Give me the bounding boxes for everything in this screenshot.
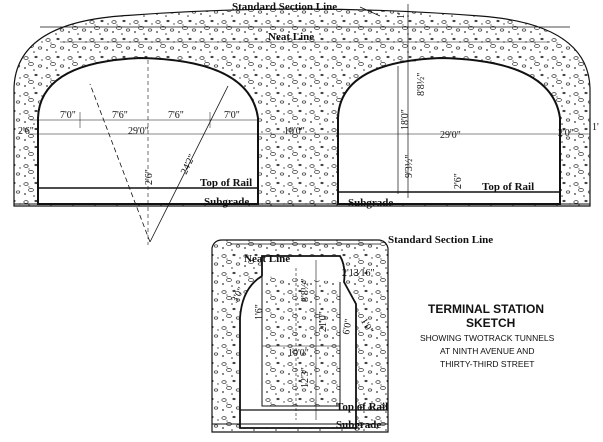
title-line-2: SKETCH <box>466 316 515 330</box>
top-of-rail-left: Top of Rail <box>200 177 252 189</box>
dim-h-8-8: 8'8½" <box>416 73 427 96</box>
dim-right-2-0: 2'0" <box>558 128 574 139</box>
standard-section-line-label-2: Standard Section Line <box>388 234 493 246</box>
dim-7-6-b: 7'6" <box>168 110 184 121</box>
dim-s-8-8: 8'8½" <box>300 279 311 302</box>
subgrade-right: Subgrade <box>348 197 393 209</box>
dim-s-10: 10'0" <box>288 348 309 359</box>
subgrade-station: Subgrade <box>336 419 381 431</box>
dim-h-18-0: 18'0" <box>400 109 411 130</box>
title-line-5: THIRTY-THIRD STREET <box>440 359 534 369</box>
dim-s-12: 12'3" <box>300 367 311 388</box>
dim-top-1: 1' <box>396 12 407 19</box>
top-of-rail-station: Top of Rail <box>336 401 388 413</box>
title-line-4: AT NINTH AVENUE AND <box>440 346 534 356</box>
dim-s-1-6: 1'6" <box>254 304 265 320</box>
neat-line-label: Neat Line <box>268 31 314 43</box>
title-line-3: SHOWING TWOTRACK TUNNELS <box>420 333 555 343</box>
subgrade-left: Subgrade <box>204 196 249 208</box>
dim-side-1: 1' <box>592 122 599 133</box>
station-sketch-core <box>261 276 341 407</box>
dim-s-2-13: 2'13⁄16" <box>342 268 375 279</box>
dim-29-right: 29'0" <box>440 130 461 141</box>
dim-pier-10: 10'0" <box>284 126 305 137</box>
neat-line-label-2: Neat Line <box>244 253 290 265</box>
standard-section-line-label: Standard Section Line <box>232 1 337 13</box>
dim-s-21: 21'0" <box>318 311 329 332</box>
right-tunnel-opening <box>337 56 561 205</box>
dim-29-left: 29'0" <box>128 126 149 137</box>
dim-s-6-0: 6'0" <box>341 318 355 336</box>
dim-left-2-6: 2'6" <box>18 126 34 137</box>
title-line-1: TERMINAL STATION <box>428 302 544 316</box>
dim-h-9-3: 9'3½" <box>404 155 415 178</box>
dim-7-0-b: 7'0" <box>224 110 240 121</box>
dim-7-0-a: 7'0" <box>60 110 76 121</box>
dim-left-rail-2-6: 2'6" <box>144 169 155 185</box>
top-of-rail-right: Top of Rail <box>482 181 534 193</box>
dim-7-6-a: 7'6" <box>112 110 128 121</box>
dim-right-rail-2-6: 2'6" <box>453 173 464 189</box>
